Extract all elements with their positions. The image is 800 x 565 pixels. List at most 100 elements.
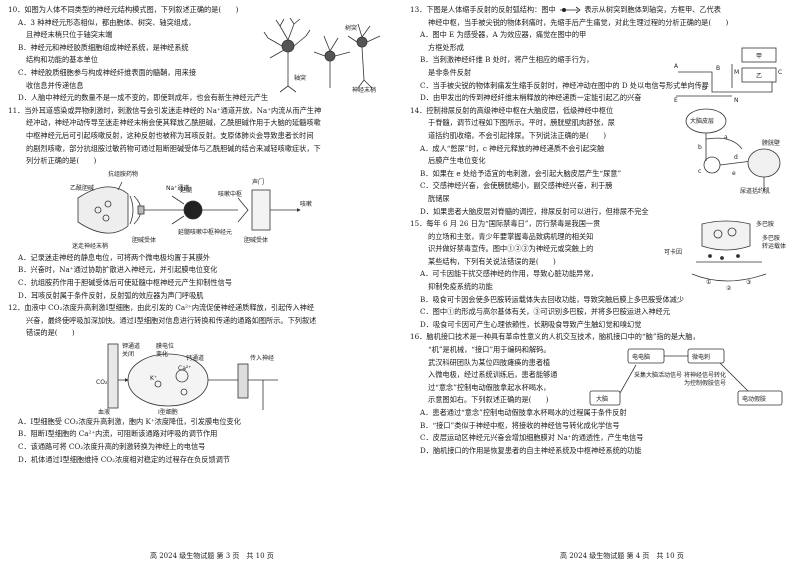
q12-stem-line-1: 12．血液中 CO₂浓度升高刺激I型细胞，由此引发的 Ca²⁺内流促使神经递质释… [8, 303, 315, 313]
q12-option-c: C．该通路可将 CO₂浓度升高的刺激转换为神经上的电信号 [18, 442, 206, 452]
q13-option-b-cont: 是非条件反射 [428, 67, 472, 77]
q15-option-b: B．吸食可卡因会使多巴胺转运载体失去回收功能，导致突触后膜上多巴胺受体减少 [420, 294, 685, 304]
q16-label-control: 为控制假肢信号 [684, 379, 726, 387]
q12-stem-line-2: 兴奋，最终使呼吸加深加快。通过I型细胞对信息进行转换和传递的通路如图所示。下列叙… [26, 315, 317, 325]
q12-label-type1-cell: I型细胞 [158, 408, 178, 416]
q10-stem: 10．如图为人体不同类型的神经元结构模式图，下列叙述正确的是( ) [8, 5, 239, 14]
q13-option-a: A．图中 E 为感受器，A 为效应器，痛觉在图中的甲 [420, 30, 587, 40]
q13-label-n: N [734, 97, 739, 104]
q14-option-c: C．交感神经兴奋，会使膀胱缩小，副交感神经兴奋，利于膀 [420, 181, 613, 191]
q14-option-b: B．如果在 e 处给予适宜的电刺激，会引起大脑皮层产生“尿意” [420, 168, 622, 178]
q13-reflex-arc-figure: 甲 乙 A B M C D E N [674, 47, 782, 104]
q12-label-closed: 关闭 [122, 350, 134, 358]
q13-label-yi: 乙 [756, 73, 762, 80]
q10-option-d: D．人脑中神经元的数量不是一成不变的，即使到成年，也会有新生神经元产生 [18, 93, 269, 103]
q16-option-a: A．患者通过“意念”控制电动假肢拿水杯喝水的过程属于条件反射 [420, 408, 627, 417]
q11-stem-line-2: 经冲动，神经冲动传导至迷走神经末梢会使其释放乙酰胆碱，乙酰胆碱作用于大脑的延髓咳… [26, 118, 321, 128]
q13-label-m: M [734, 69, 739, 76]
q15-stem-line-4: 某些结构，下列有关说法错误的是( ) [428, 256, 556, 266]
q13-option-a-cont: 方框处形成 [428, 42, 464, 52]
neuron-direction-icon [560, 6, 581, 14]
q13-option-b: B．当刺激神经纤维 B 处时，将产生相应的缩手行为， [420, 55, 594, 65]
left-page-footer: 高 2024 级生物试题 第 3 页 共 10 页 [150, 552, 274, 560]
q10-label-axon: 轴突 [294, 74, 306, 82]
q11-stem-line-3: 中枢神经元后可引起咳嗽反射，这种反射也被称为耳咳反射。支原体肺炎会导致患者长时间 [26, 130, 314, 140]
q11-label-glottis: 声门 [252, 178, 264, 186]
q16-stem-line-2: “机”是机械，“接口”用于编码和解码。 [428, 345, 551, 355]
q15-label-2: ② [726, 285, 732, 292]
q14-label-bladder: 膀胱壁 [762, 139, 780, 147]
q13-option-c: C．当手被尖锐的物体刺痛发生缩手反射时，神经冲动在图中的 D 处以电信号形式单向… [420, 80, 709, 90]
q13-label-b: B [716, 65, 720, 72]
q11-option-d: D．耳咳反射属于条件反射，反射弧的效应器为声门呼吸肌 [18, 290, 204, 300]
q11-option-b: B．兴奋时，Na⁺通过协助扩散进入神经元，并引起膜电位变化 [18, 265, 218, 275]
q12-type1-cell-figure: 钾通道 关闭 膜电位 变化 钙通道 传入神经 CO₂ K⁺ 血液 I型细胞 Ca… [96, 342, 278, 416]
q11-label-antihistamine: 抗组胺药物 [108, 170, 138, 178]
q16-stem-line-3: 武汉科研团队为某位四肢瘫痪的患者植 [428, 357, 551, 367]
q15-stem-line-1: 15．每年 6 月 26 日为“国际禁毒日”，厉行禁毒是我国一贯 [410, 219, 601, 229]
q16-stem-line-1: 16．脑机接口技术是一种具有革命性意义的人机交互技术，脑机接口中的“脑”指的是大… [410, 332, 700, 342]
q13-label-a: A [674, 63, 679, 70]
q12-label-afferent: 传入神经 [250, 354, 274, 362]
q14-stem-line-1: 14．控制排尿反射的高级神经中枢在大脑皮层，低级神经中枢位 [410, 105, 614, 115]
q12-label-co2: CO₂ [96, 379, 108, 386]
q15-label-dopamine: 多巴胺 [756, 220, 774, 228]
q15-label-cocaine: 可卡因 [664, 248, 682, 256]
q11-label-cough-center: 咳嗽中枢 [218, 190, 242, 198]
q16-label-prosthesis: 电动假肢 [742, 395, 766, 403]
q13-stem-line-3: 神经中枢，当手被尖锐的物体刺痛时，先缩手后产生痛觉，对此生理过程的分析正确的是(… [428, 17, 729, 27]
q11-stem-line-4: 的剧烈咳嗽，部分抗组胺过敏药物可通过阻断胆碱受体与乙酰胆碱的结合来减轻咳嗽症状，… [26, 143, 321, 153]
q16-option-b: B．“接口”类似于神经中枢，将接收的神经信号转化成化学信号 [420, 420, 620, 430]
question-11: 11．当外耳道感染或异物刺激时，刺激信号会引发迷走神经的 Na⁺通道开放，Na⁺… [8, 105, 390, 302]
q16-stem-line-4: 入微电极，经过系统训练后，患者能够通 [428, 370, 558, 380]
q10-option-c: C．神经胶质细胞参与构成神经纤维表面的髓鞘，用来接 [18, 67, 197, 77]
question-15: 15．每年 6 月 26 日为“国际禁毒日”，厉行禁毒是我国一贯 的立场和主张，… [410, 218, 792, 331]
q13-label-c: C [778, 69, 782, 76]
q12-label-change: 变化 [156, 350, 168, 358]
q11-option-c: C．抗组胺药作用于胆碱受体后可使延髓中枢神经元产生抑制性信号 [18, 277, 232, 287]
q14-stem-line-3: 道括约肌收缩，不会引起排尿。下列说法正确的是( ) [428, 130, 607, 140]
q16-label-computer: 电电脑 [632, 353, 650, 361]
q12-label-ca: Ca²⁺ [178, 365, 191, 372]
q16-option-c: C．皮层运动区神经元兴奋会增加细胞膜对 Na⁺的通透性，产生电信号 [420, 433, 644, 443]
q15-stem-line-2: 的立场和主张，青少年要掌握毒品致病机理的相关知 [428, 231, 594, 241]
q14-label-a: a [724, 134, 728, 141]
q14-label-c: c [698, 168, 701, 175]
q12-option-d: D．机体通过I型细胞维持 CO₂浓度相对稳定的过程存在负反馈调节 [18, 454, 231, 464]
q11-stem-line-1: 11．当外耳道感染或异物刺激时，刺激信号会引发迷走神经的 Na⁺通道开放，Na⁺… [8, 105, 322, 115]
q15-synapse-figure: 多巴胺 多巴胺 转运载体 可卡因 ① ② ③ [664, 220, 786, 292]
right-page-footer: 高 2024 级生物试题 第 4 页 共 10 页 [560, 552, 684, 560]
q16-label-brain: 大脑 [596, 395, 608, 403]
q14-stem-line-2: 于脊髓，调节过程如下图所示。平时，膀胱壁肌肉舒张，尿 [428, 118, 615, 128]
q10-option-a-cont: 且神经末梢只位于轴突末端 [26, 30, 113, 40]
question-12: 12．血液中 CO₂浓度升高刺激I型细胞，由此引发的 Ca²⁺内流促使神经递质释… [8, 302, 390, 466]
q10-option-a: A．3 种神经元形态相似，都由胞体、树突、轴突组成， [18, 17, 196, 27]
q16-bci-figure: 电电脑 微电刺 大脑 电动假肢 采集大脑活动信号 将神经信号转化 为控制假肢信号 [589, 349, 783, 406]
q10-option-c-cont: 收信息并传递信息 [26, 80, 84, 90]
q10-neuron-figure: 树突 轴突 神经末梢 [263, 17, 381, 94]
q16-stem-line-6: 示意图如右。下列叙述正确的是( ) [428, 395, 549, 405]
q12-label-ca-channel: 钙通道 [186, 354, 204, 362]
q13-label-d: D [702, 85, 707, 92]
question-13: 13．下图是人体缩手反射的反射弧结构：图中 表示从树突到胞体到轴突，方框甲、乙代… [410, 4, 792, 105]
q11-label-cough: 咳嗽 [300, 200, 312, 208]
q10-label-nerve-ending: 神经末梢 [352, 86, 376, 94]
q14-urination-figure: 大脑皮层 a b c d e 膀胱壁 尿道括约肌 [685, 108, 781, 195]
q15-label-1: ① [706, 279, 711, 286]
q13-stem-part-1: 13．下图是人体缩手反射的反射弧结构：图中 [410, 5, 556, 14]
q12-label-membrane: 膜电位 [156, 342, 174, 350]
q12-label-k: K⁺ [150, 375, 157, 382]
q13-label-jia: 甲 [756, 53, 762, 60]
q14-label-d: d [734, 154, 738, 161]
q11-label-receptor: 胆碱受体 [132, 236, 156, 244]
q16-stem-line-5: 过“意念”控制电动假肢拿起水杯喝水， [428, 382, 551, 392]
q14-label-b: b [698, 144, 702, 151]
q16-label-convert: 将神经信号转化 [684, 371, 726, 379]
q10-label-dendrite: 树突 [345, 24, 357, 32]
q12-stem-line-3: 错误的是( ) [26, 328, 75, 338]
q12-option-a: A．I型细胞受 CO₂浓度升高刺激，胞内 K⁺浓度降低，引发膜电位变化 [18, 416, 241, 426]
q14-label-cortex: 大脑皮层 [690, 117, 714, 125]
q15-label-transporter: 转运载体 [762, 242, 786, 250]
q12-label-k-channel: 钾通道 [122, 342, 140, 350]
q11-option-a: A．记录迷走神经的静息电位，可将两个微电极均置于其膜外 [18, 252, 211, 262]
